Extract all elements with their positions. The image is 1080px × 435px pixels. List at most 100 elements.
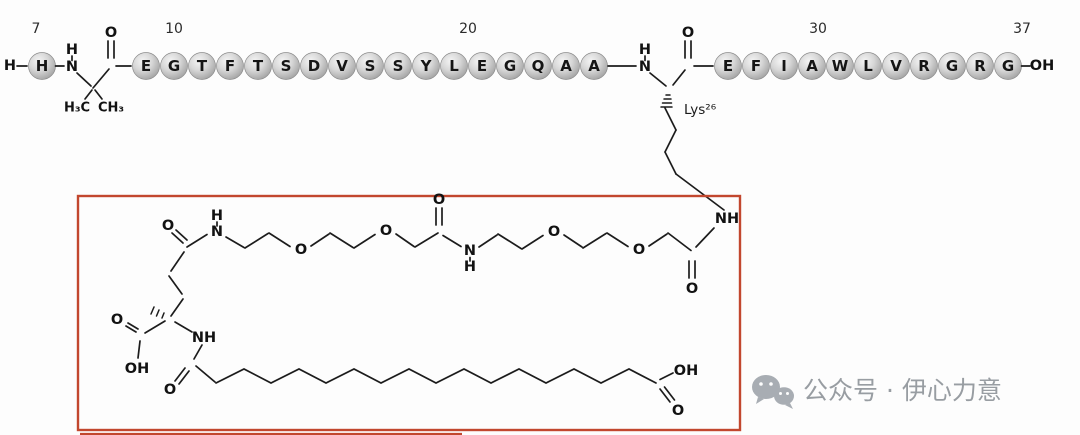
peptide-bead-letter: V <box>890 57 902 75</box>
lys26-residue: O Lys²⁶ <box>660 25 725 211</box>
peptide-bead-letter: F <box>751 57 761 75</box>
gamma-glu-bond <box>170 251 185 272</box>
glu-acid-oh-label: OH <box>125 361 149 377</box>
peptide-bead-letter: R <box>918 57 930 75</box>
peptide-bead-letter: F <box>225 57 235 75</box>
peptide-bead-letter: S <box>365 57 376 75</box>
aib-nh-h-label: H <box>66 42 78 58</box>
wechat-icon-bond <box>785 403 793 409</box>
peptide-bead-letter: Q <box>532 57 545 75</box>
peptide-bead <box>910 52 938 80</box>
peptide-bead-letter: I <box>781 57 787 75</box>
peptide-bead-letter: A <box>588 57 600 75</box>
position-numbers: 7 10 20 30 37 <box>32 21 1031 37</box>
peptide-bead-letter: H <box>36 57 49 75</box>
lys26-residue-bond <box>675 173 725 211</box>
wechat-icon-bond <box>779 392 782 395</box>
lys-carbonyl-o-label: O <box>682 25 694 41</box>
peptide-bead <box>854 52 882 80</box>
oeg-linker-chain-bond <box>667 232 692 252</box>
fatty-oh-label: OH <box>674 363 698 379</box>
peptide-bead-letter: A <box>806 57 818 75</box>
oeg-linker-chain-bond <box>563 234 583 248</box>
fatty-o-label: O <box>672 403 684 419</box>
oeg-linker-chain-bond <box>521 234 544 250</box>
wechat-icon-bond <box>759 382 763 386</box>
peptide-bead <box>328 52 356 80</box>
peptide-bead-letter: G <box>168 57 180 75</box>
aib-residue-bond <box>76 72 92 87</box>
amide1-o-label: O <box>162 218 174 234</box>
lys26-residue-bond <box>664 107 677 131</box>
linker-nh-n-label: N <box>639 59 651 75</box>
peptide-bead <box>412 52 440 80</box>
watermark-text: 公众号 · 伊心力意 <box>803 376 1002 405</box>
oeg-linker-chain-bond <box>414 232 439 248</box>
wechat-icon-bond <box>752 375 780 399</box>
glu-acid-o-label: O <box>111 312 123 328</box>
peptide-bead <box>272 52 300 80</box>
fatty-diacid-chain: OH O <box>215 363 698 419</box>
n-terminal-h-label: H <box>4 58 16 74</box>
peptide-bead-letter: S <box>393 57 404 75</box>
oeg-linker-chain-bond <box>395 233 415 248</box>
wechat-icon-bond <box>756 397 764 404</box>
amide1-h-label: H <box>211 208 223 224</box>
peptide-bead <box>798 52 826 80</box>
peptide-bead <box>300 52 328 80</box>
gamma-glu-bond <box>168 275 183 295</box>
gamma-glu-bond <box>174 321 193 333</box>
oeg-linker-chain-bond <box>225 236 245 249</box>
n-terminus: H H <box>4 52 65 80</box>
aib-residue: H N O H₃C CH₃ <box>64 25 132 116</box>
peptide-bead-letter: R <box>974 57 986 75</box>
fatty-diacid-chain-bond <box>659 388 671 403</box>
ether-o4-label: O <box>633 242 645 258</box>
fatty-diacid-chain-bond <box>659 372 674 381</box>
fatty-diacid-chain-bond <box>215 368 657 384</box>
oeg-linker-chain-bond <box>353 233 376 249</box>
peptide-bead-letter: D <box>308 57 320 75</box>
aib-residue-bond <box>84 89 93 100</box>
amide2-h-label: H <box>464 259 476 275</box>
aib-methyl-left-label: H₃C <box>64 101 90 116</box>
peptide-bead <box>826 52 854 80</box>
peptide-bead-letter: Y <box>420 57 433 75</box>
oeg-linker-chain-bond <box>268 232 291 248</box>
pos-label-20: 20 <box>459 21 477 37</box>
pos-label-30: 30 <box>809 21 827 37</box>
oeg-linker-chain-bond <box>606 232 629 248</box>
oeg-linker-chain-bond <box>244 232 269 249</box>
wechat-icon-bond <box>774 387 794 405</box>
ether-o1-label: O <box>295 242 307 258</box>
amide3-o-label: O <box>686 281 698 297</box>
oeg-linker-chain-bond <box>695 227 715 248</box>
lys26-residue-bond <box>672 69 686 86</box>
peptide-bead-letter: T <box>253 57 264 75</box>
peptide-bead <box>440 52 468 80</box>
linker-nh-h-label: H <box>639 42 651 58</box>
peptide-bead-letter: V <box>336 57 348 75</box>
peptide-bead-letter: L <box>449 57 459 75</box>
peptide-bead <box>770 52 798 80</box>
gamma-glu-bond <box>193 344 203 360</box>
peptide-bead <box>552 52 580 80</box>
amide1-n-label: N <box>211 224 223 240</box>
oeg-linker-chain-bond <box>186 233 208 248</box>
peptide-bead-letter: S <box>281 57 292 75</box>
oeg-linker-chain-bond <box>648 233 668 247</box>
peptide-bead-letter: G <box>1002 57 1014 75</box>
aib-carbonyl-o-label: O <box>105 25 117 41</box>
amide2-o-label: O <box>433 192 445 208</box>
glu-amide-o-label: O <box>164 382 176 398</box>
aib-residue-bond <box>94 89 103 100</box>
peptide-bead <box>384 52 412 80</box>
ether-o3-label: O <box>548 224 560 240</box>
fatty-diacid-chain-bond <box>663 386 676 401</box>
peptide-bead <box>938 52 966 80</box>
lys26-label: Lys²⁶ <box>684 102 716 118</box>
oeg-linker-chain-bond <box>442 234 462 248</box>
lys-linker-nh: H N <box>607 42 667 87</box>
